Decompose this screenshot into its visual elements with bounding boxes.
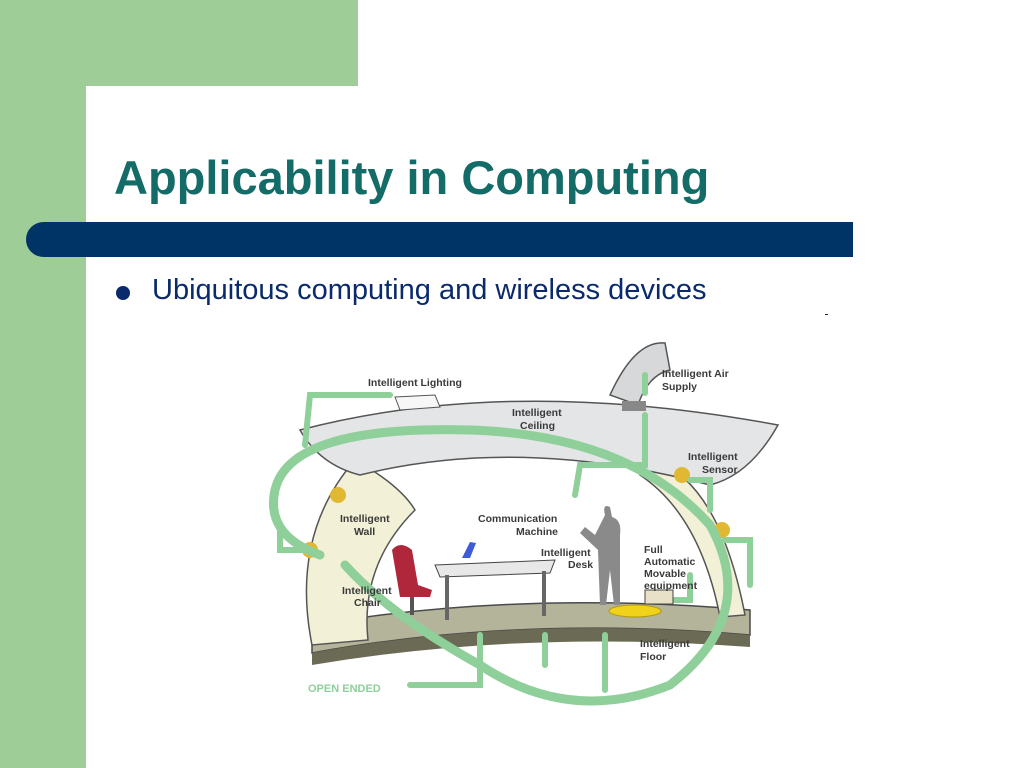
bullet-dot-icon [116,286,130,300]
chair [392,545,432,597]
label-intelligent-lighting: Intelligent Lighting [368,377,462,389]
label-intelligent-chair: Intelligent [342,585,392,597]
label-intelligent-sensor: Sensor [702,464,738,476]
movable-equipment [644,589,674,605]
air-vent [622,401,646,411]
sensor-icon [330,487,346,503]
light-fixture [394,394,441,411]
laptop-icon [462,542,476,558]
title-underline-bar [26,222,853,257]
label-intelligent-wall: Wall [354,526,375,538]
label-intelligent-wall: Intelligent [340,513,390,525]
air-duct [608,342,671,406]
floor-disc [608,604,662,618]
green-left-strip [0,0,86,768]
bullet-text: Ubiquitous computing and wireless device… [152,274,707,306]
tiny-mark [825,314,828,315]
label-intelligent-air-supply: Supply [662,381,697,393]
intelligent-room-diagram: Intelligent Lighting Intelligent Air Sup… [269,342,780,706]
label-communication-machine: Machine [516,526,558,538]
left-wall [305,459,416,646]
label-communication-machine: Communication [478,513,557,525]
desk-leg [542,571,546,616]
label-intelligent-desk: Desk [568,559,593,571]
room-floor-base [312,628,750,665]
label-intelligent-air-supply: Intelligent Air [662,368,729,380]
label-full-automatic-movable-equipment: Automatic [644,556,695,568]
room-ceiling [298,400,780,486]
label-intelligent-ceiling: Ceiling [520,420,555,432]
label-intelligent-sensor: Intelligent [688,451,738,463]
label-intelligent-floor: Intelligent [640,638,690,650]
sensor-icon [674,467,690,483]
slide-title: Applicability in Computing [114,151,710,204]
label-open-ended: OPEN ENDED [308,683,381,695]
label-intelligent-floor: Floor [640,651,666,663]
flow-loop [269,372,753,706]
label-intelligent-chair: Chair [354,597,381,609]
desk [434,559,556,578]
label-full-automatic-movable-equipment: Movable [644,568,686,580]
label-full-automatic-movable-equipment: equipment [644,580,698,592]
label-intelligent-desk: Intelligent [541,547,591,559]
label-intelligent-ceiling: Intelligent [512,407,562,419]
chair-stand [410,597,414,615]
label-full-automatic-movable-equipment: Full [644,544,663,556]
person-figure [580,506,621,605]
desk-leg [445,575,449,620]
